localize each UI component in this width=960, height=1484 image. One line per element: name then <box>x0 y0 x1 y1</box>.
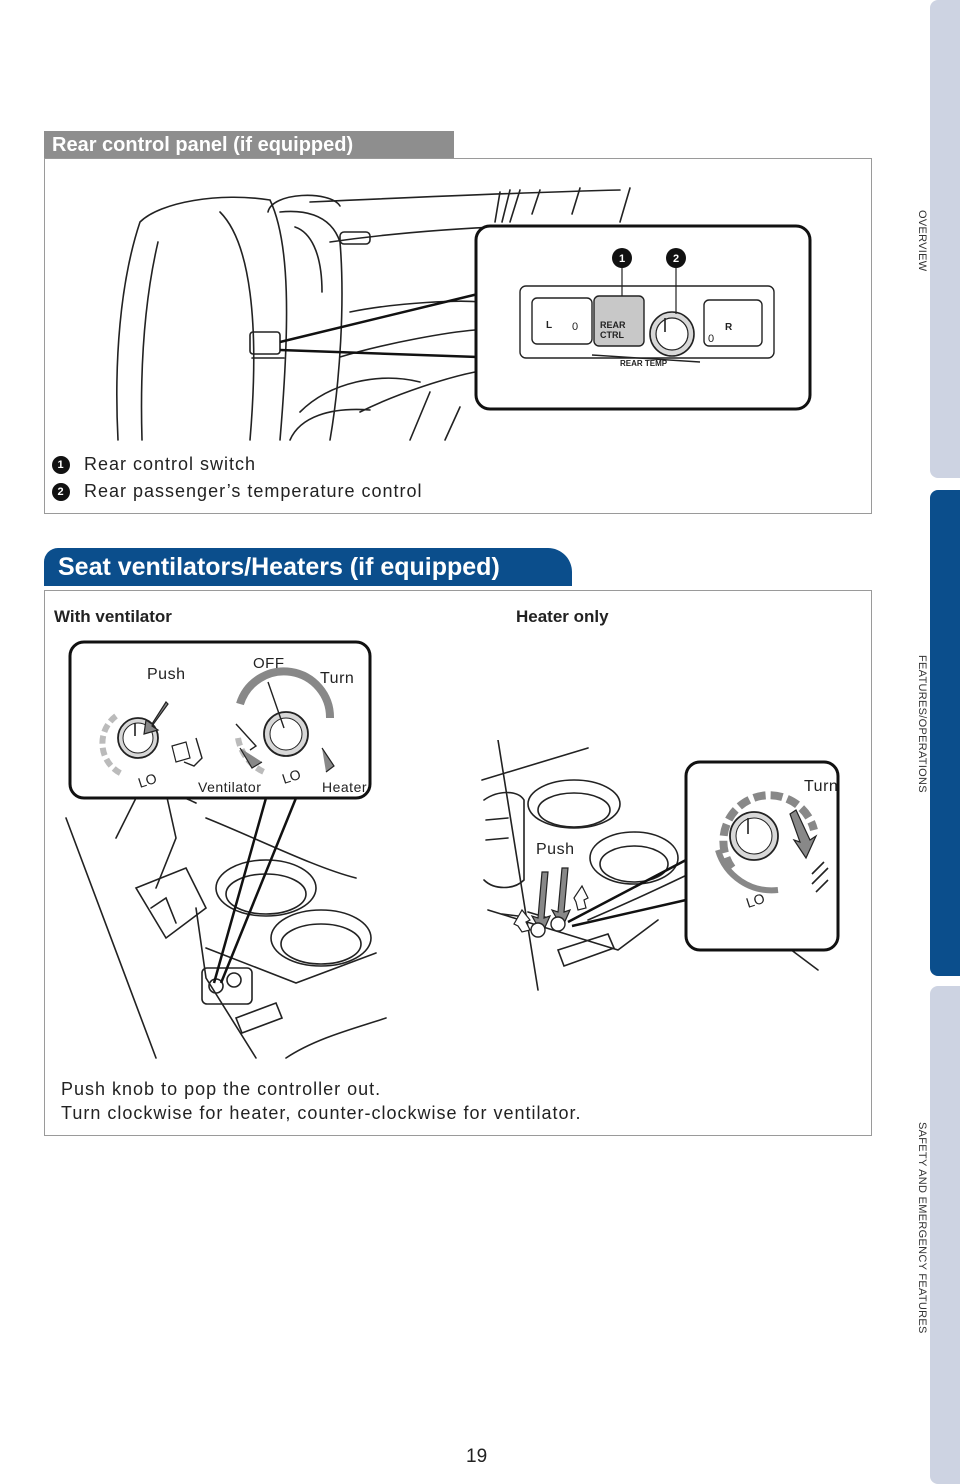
side-tab-features-label: FEATURES/OPERATIONS <box>916 655 928 793</box>
heater-only-heading: Heater only <box>516 607 609 626</box>
panel-rear-ctrl-line2: CTRL <box>600 330 624 340</box>
callout-2: 2 <box>673 253 679 265</box>
heater-only-illustration: LO <box>481 740 840 991</box>
caption-turn-knob: Turn clockwise for heater, counter-clock… <box>61 1103 582 1123</box>
ventilator-illustration: LO LO <box>65 640 387 1059</box>
legend-number: 1 <box>52 455 70 474</box>
label-heater: Heater <box>322 779 368 795</box>
label-turn-heater-only: Turn <box>804 778 839 795</box>
rear-control-panel-box <box>44 158 872 514</box>
panel-rear-temp-label: REAR TEMP <box>620 359 668 368</box>
seat-ventilators-box <box>44 590 872 1136</box>
label-push-ventilator: Push <box>147 666 186 683</box>
rear-control-panel-illustration: L 0 REAR CTRL 0 R REAR TEMP 1 2 <box>116 187 812 441</box>
side-tab-safety-label: SAFETY AND EMERGENCY FEATURES <box>916 1122 928 1334</box>
side-tab-overview-label: OVERVIEW <box>916 210 928 272</box>
rear-control-panel-title: Rear control panel (if equipped) <box>44 131 454 159</box>
side-tab-overview[interactable] <box>930 0 960 478</box>
panel-left-l: L <box>546 320 552 331</box>
with-ventilator-heading: With ventilator <box>54 607 172 626</box>
legend-item-temperature-control: 2 Rear passenger’s temperature control <box>52 481 423 502</box>
push-knob-lo: LO <box>136 770 159 791</box>
panel-left-zero: 0 <box>572 321 578 333</box>
page-number: 19 <box>466 1446 488 1467</box>
caption-push-knob: Push knob to pop the controller out. <box>61 1079 382 1099</box>
legend-number: 2 <box>52 482 70 501</box>
callout-1: 1 <box>619 253 625 265</box>
label-off: OFF <box>253 655 285 672</box>
panel-rear-ctrl-line1: REAR <box>600 320 626 330</box>
side-tab-safety[interactable] <box>930 986 960 1484</box>
seat-ventilators-title: Seat ventilators/Heaters (if equipped) <box>44 548 572 586</box>
turn-knob-lo: LO <box>280 766 303 787</box>
label-push-heater-only: Push <box>536 841 575 858</box>
label-turn-ventilator: Turn <box>320 670 355 687</box>
heater-knob-lo: LO <box>744 890 767 911</box>
panel-right-zero: 0 <box>708 333 714 345</box>
legend-item-rear-control-switch: 1 Rear control switch <box>52 454 256 475</box>
side-tab-features[interactable] <box>930 490 960 976</box>
legend-text: Rear control switch <box>84 454 257 474</box>
panel-right-r: R <box>725 322 733 333</box>
legend-text: Rear passenger’s temperature control <box>84 481 423 501</box>
label-ventilator: Ventilator <box>198 779 262 795</box>
